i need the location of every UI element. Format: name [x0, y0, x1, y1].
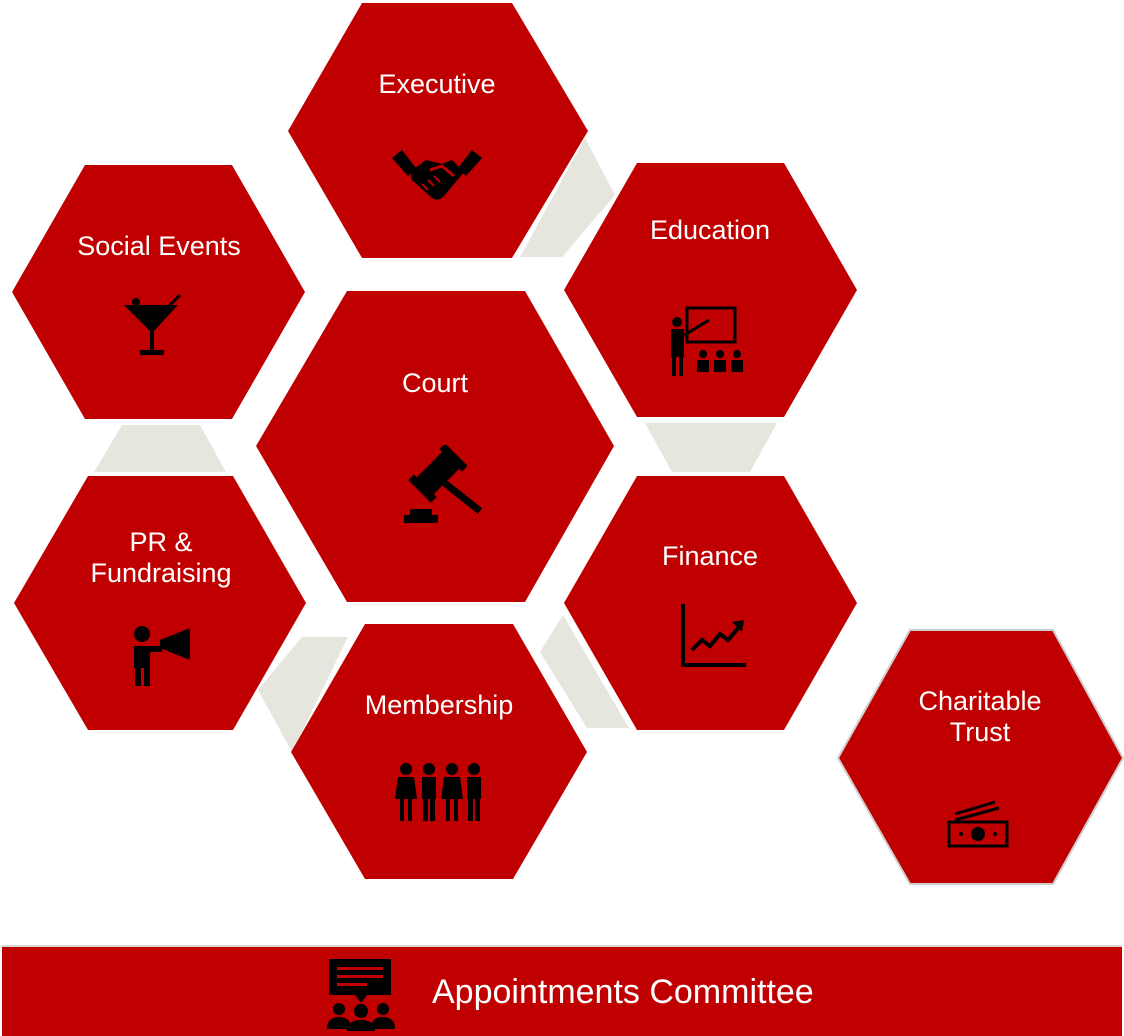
- people-group-icon: [395, 763, 481, 821]
- hex-membership[interactable]: [291, 624, 587, 879]
- connector-membership-finance: [540, 615, 629, 728]
- meeting-chat-icon: [327, 959, 395, 1031]
- appointments-committee-label: Appointments Committee: [432, 973, 814, 1011]
- hex-pr-fundraising[interactable]: [14, 476, 306, 730]
- megaphone-icon: [134, 626, 190, 686]
- teacher-presentation-icon: [671, 306, 743, 376]
- hex-executive[interactable]: [288, 3, 588, 258]
- cocktail-glass-icon: [124, 293, 182, 355]
- gavel-icon: [404, 445, 483, 523]
- hex-social-events[interactable]: [12, 165, 305, 419]
- hex-education[interactable]: [564, 163, 857, 417]
- appointments-committee-bar[interactable]: Appointments Committee: [2, 945, 1122, 1036]
- connector-executive-education: [520, 138, 615, 257]
- hex-finance[interactable]: [564, 476, 857, 730]
- connector-pr-membership: [258, 637, 348, 752]
- hex-charitable-trust[interactable]: [836, 629, 1124, 885]
- connector-social-pr: [94, 425, 226, 472]
- hex-court[interactable]: [256, 291, 614, 602]
- money-icon: [947, 800, 1009, 848]
- growth-chart-icon: [681, 604, 746, 667]
- connector-education-finance: [645, 423, 777, 472]
- handshake-icon: [392, 150, 482, 200]
